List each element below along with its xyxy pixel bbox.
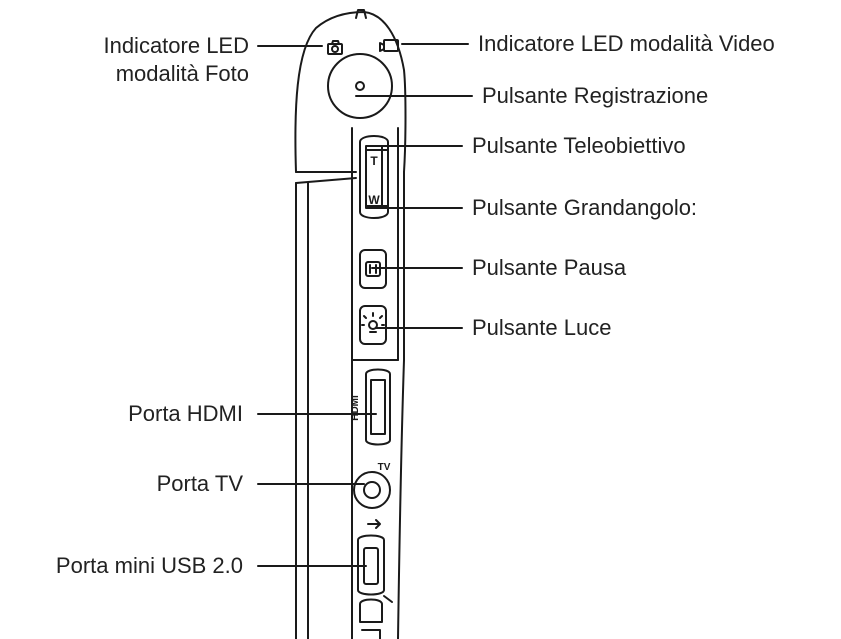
zoom-wide-mark: W <box>368 193 380 207</box>
bottom-lug-1 <box>359 598 383 623</box>
hdmi-port <box>365 368 391 446</box>
label-video-led: Indicatore LED modalità Video <box>478 31 775 56</box>
video-icon-lens <box>379 42 385 52</box>
body-separator-line-2 <box>295 177 357 184</box>
label-photo-led-line-2: modalità Foto <box>115 61 249 86</box>
label-photo-led-line-1: Indicatore LED <box>103 33 249 58</box>
camera-icon-top <box>331 40 340 45</box>
label-tv-line-1: Porta TV <box>156 471 243 496</box>
record-button-dot <box>355 81 365 91</box>
zoom-rocker <box>359 135 389 219</box>
upper-body-outline <box>294 11 407 173</box>
tv-port-inner <box>363 481 381 499</box>
label-pause: Pulsante Pausa <box>472 255 627 280</box>
label-hdmi-line-1: Porta HDMI <box>128 401 243 426</box>
usb-symbol-icon <box>367 519 381 529</box>
light-button <box>359 305 387 345</box>
light-icon-rays <box>361 312 385 333</box>
right-outer-edge <box>397 171 405 639</box>
label-record: Pulsante Registrazione <box>482 83 709 108</box>
label-tv: Porta TV <box>157 470 243 498</box>
usb-lower-tab <box>383 595 393 603</box>
label-usb-line-1: Porta mini USB 2.0 <box>55 553 243 578</box>
light-icon-bulb <box>368 320 378 330</box>
label-photo-led: Indicatore LED modalità Foto <box>103 32 249 88</box>
label-hdmi: Porta HDMI <box>128 400 243 428</box>
zoom-tele-mark: T <box>370 154 378 168</box>
hdmi-port-mark: HDMI <box>350 395 361 421</box>
hdmi-port-inner <box>370 379 386 435</box>
label-wide: Pulsante Grandangolo: <box>472 195 698 220</box>
camera-icon <box>327 43 343 55</box>
label-usb: Porta mini USB 2.0 <box>56 552 243 580</box>
tv-port <box>353 471 391 509</box>
usb-port <box>357 534 385 596</box>
top-ridge <box>355 9 367 19</box>
tv-port-mark: TV <box>378 462 391 473</box>
bottom-lug-2 <box>361 629 381 639</box>
camera-icon-lens <box>331 45 339 53</box>
record-button <box>327 53 393 119</box>
label-tele: Pulsante Teleobiettivo <box>472 133 686 158</box>
label-light: Pulsante Luce <box>472 315 612 340</box>
